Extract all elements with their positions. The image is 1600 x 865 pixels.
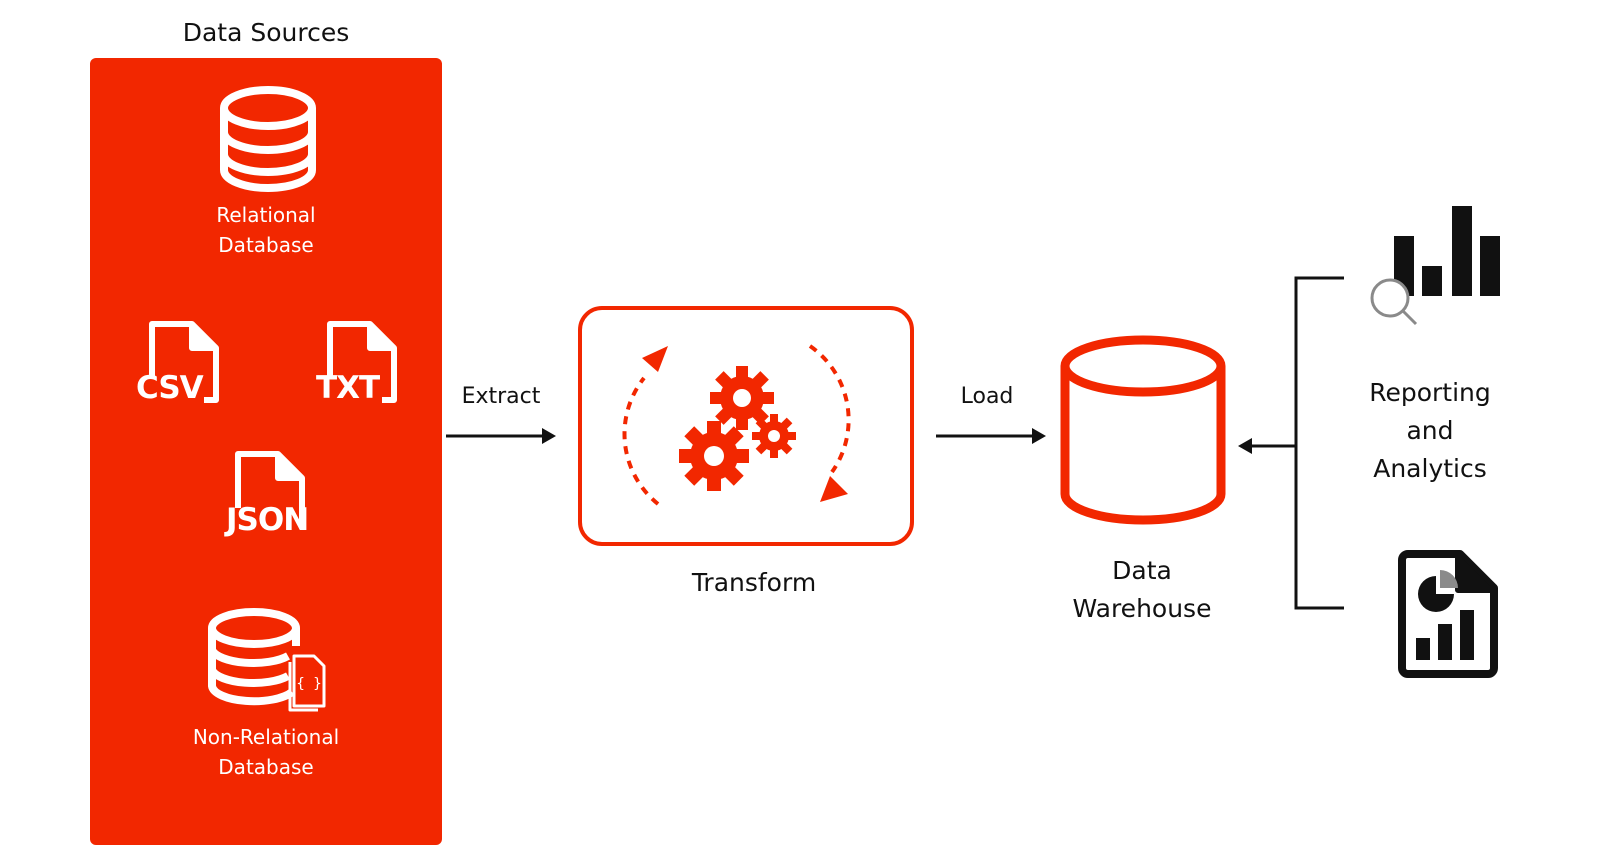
relational-database-label: Relational Database (156, 200, 376, 260)
file-icon (327, 321, 397, 403)
report-document-icon (1398, 550, 1498, 678)
load-label: Load (960, 384, 1014, 409)
relational-label-line2: Database (218, 233, 314, 257)
database-icon (220, 86, 316, 192)
data-sources-title: Data Sources (182, 18, 350, 47)
warehouse-label-line2: Warehouse (1072, 594, 1212, 623)
cylinder-icon (1060, 335, 1226, 525)
reporting-label-line1: Reporting (1369, 378, 1491, 407)
csv-file: CSV (136, 318, 226, 413)
warehouse-label-line1: Data (1112, 556, 1172, 585)
reporting-label: Reporting and Analytics (1340, 374, 1520, 488)
nonrelational-label-line2: Database (218, 755, 314, 779)
json-label: JSON (226, 502, 309, 538)
extract-label: Extract (461, 384, 541, 409)
nonrelational-database: { } (206, 606, 336, 716)
file-icon (235, 451, 305, 528)
txt-file: TXT (314, 318, 404, 413)
bar-chart-search-icon (1370, 206, 1500, 326)
reporting-label-line3: Analytics (1373, 454, 1487, 483)
reporting-connector (1238, 276, 1344, 610)
extract-arrow (446, 428, 556, 444)
json-file: JSON (222, 448, 322, 543)
data-warehouse-label: Data Warehouse (1040, 552, 1244, 628)
relational-label-line1: Relational (216, 203, 316, 227)
txt-label: TXT (316, 370, 380, 406)
nonrelational-label-line1: Non-Relational (192, 725, 340, 749)
nonrelational-database-label: Non-Relational Database (156, 722, 376, 782)
nosql-badge: { } (296, 676, 322, 692)
gears-icon (622, 344, 851, 506)
transform-box (578, 306, 914, 546)
nosql-database-icon (208, 608, 326, 712)
csv-label: CSV (136, 370, 204, 406)
transform-label: Transform (691, 568, 817, 597)
load-arrow (936, 428, 1046, 444)
file-icon (149, 321, 219, 403)
reporting-label-line2: and (1406, 416, 1454, 445)
